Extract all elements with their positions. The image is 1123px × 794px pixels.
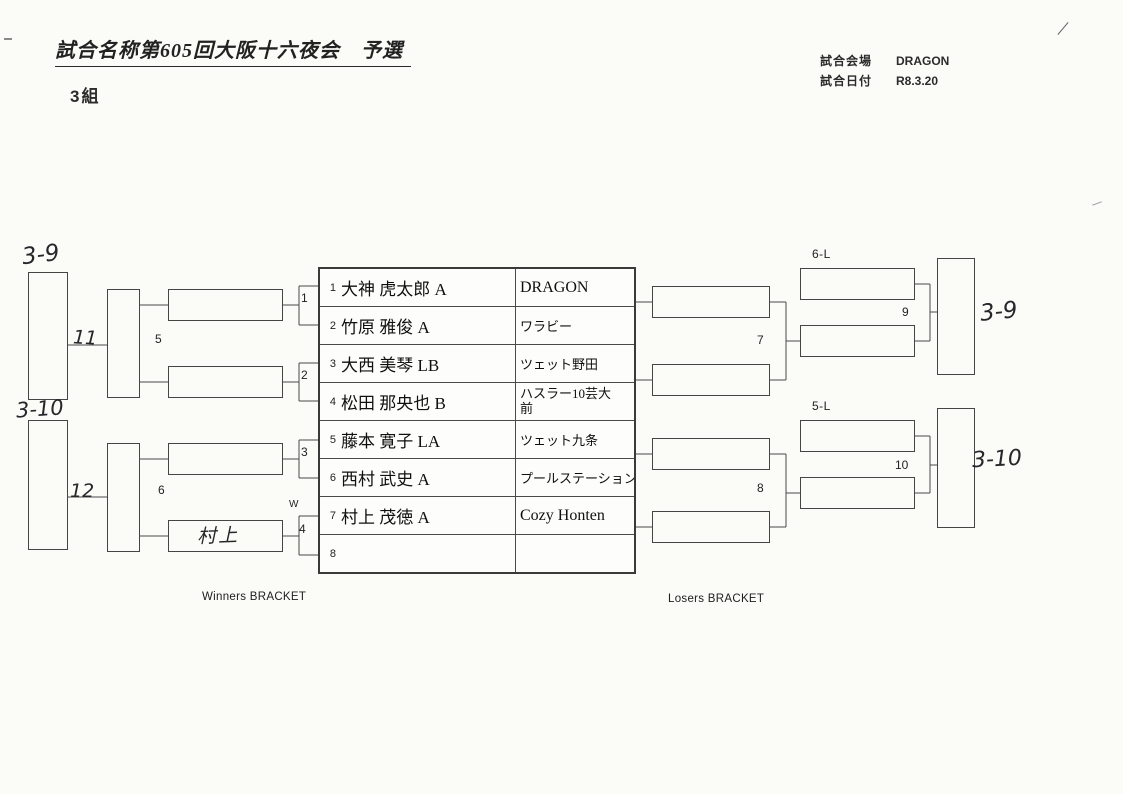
losers-round1-box-2 — [652, 364, 770, 396]
date-value: R8.3.20 — [896, 74, 939, 88]
scan-artifact — [1092, 201, 1102, 206]
match-label-10: 10 — [895, 458, 909, 472]
scan-artifact — [4, 38, 12, 40]
table-row: 2 竹原 雅俊 A ワラビー — [320, 307, 634, 345]
winners-round1-box-1 — [168, 289, 283, 321]
walkover-flag: W — [289, 499, 299, 510]
loser-drop-label-top: 6-L — [812, 247, 831, 261]
scan-artifact — [1057, 22, 1069, 35]
winners-bracket-label: Winners BRACKET — [202, 591, 307, 603]
losers-qualifier-box-bottom — [937, 408, 975, 528]
player-name: 竹原 雅俊 A — [341, 318, 430, 337]
row-number: 2 — [329, 319, 336, 332]
row-number: 5 — [329, 433, 336, 446]
winners-semi-box-bottom — [107, 443, 140, 552]
table-row: 6 西村 武史 A プールステーション — [320, 459, 634, 497]
players-table: 1 大神 虎太郎 A DRAGON 2 竹原 雅俊 A ワラビー 3 大西 美琴 LB… — [318, 267, 636, 574]
losers-round2-box-2 — [800, 325, 915, 357]
losers-qualifier-box-top — [937, 258, 975, 375]
meta-block: 試合会場 DRAGON 試合日付 R8.3.20 — [820, 51, 949, 91]
loser-drop-label-bottom: 5-L — [812, 399, 831, 413]
handwritten-dest-bottom-left: 3-10 — [15, 395, 65, 423]
table-row: 7 村上 茂徳 A Cozy Honten — [320, 497, 634, 535]
player-team: プールステーション — [515, 459, 634, 496]
losers-round1-box-3 — [652, 438, 770, 470]
match-label-9: 9 — [902, 305, 909, 319]
table-row: 3 大西 美琴 LB ツェット野田 — [320, 345, 634, 383]
match-label-3: 3 — [301, 445, 308, 459]
player-team: ワラビー — [515, 307, 634, 344]
handwritten-dest-bottom-right: 3-10 — [971, 445, 1023, 474]
player-team: DRAGON — [515, 269, 634, 306]
row-number: 3 — [329, 357, 336, 370]
handwritten-match-12: 12 — [70, 480, 95, 502]
winners-round1-box-2 — [168, 366, 283, 398]
match-label-5: 5 — [155, 332, 162, 346]
player-name: 大西 美琴 LB — [341, 356, 440, 375]
match-label-7: 7 — [757, 333, 764, 347]
table-row: 5 藤本 寛子 LA ツェット九条 — [320, 421, 634, 459]
losers-round1-box-4 — [652, 511, 770, 543]
match-label-4: 4 — [299, 522, 306, 536]
match-label-2: 2 — [301, 368, 308, 382]
losers-round1-box-1 — [652, 286, 770, 318]
table-row: 1 大神 虎太郎 A DRAGON — [320, 269, 634, 307]
venue-label: 試合会場 — [820, 54, 873, 68]
player-name: 藤本 寛子 LA — [341, 432, 441, 451]
losers-round2-box-3 — [800, 420, 915, 452]
winners-qualifier-box-top — [28, 272, 68, 400]
player-name: 村上 茂徳 A — [341, 508, 430, 527]
handwritten-dest-top-left: 3-9 — [20, 239, 62, 271]
player-team: ツェット九条 — [515, 421, 634, 458]
player-team: ハスラー10芸大前 — [515, 383, 634, 420]
row-number: 4 — [329, 395, 336, 408]
losers-bracket-label: Losers BRACKET — [668, 593, 765, 605]
venue-value: DRAGON — [896, 54, 950, 68]
winners-round1-box-3 — [168, 443, 283, 475]
player-name: 大神 虎太郎 A — [341, 280, 447, 299]
match-label-8: 8 — [757, 481, 764, 495]
losers-round2-box-4 — [800, 477, 915, 509]
row-number: 1 — [329, 281, 336, 294]
losers-round2-box-1 — [800, 268, 915, 300]
handwritten-dest-top-right: 3-9 — [978, 297, 1019, 327]
winners-qualifier-box-bottom — [28, 420, 68, 550]
table-row: 8 — [320, 535, 634, 572]
page-title: 試合名称第605回大阪十六夜会 予選 — [55, 34, 411, 67]
player-team: ツェット野田 — [515, 345, 634, 382]
match-label-6: 6 — [158, 483, 165, 497]
player-team: Cozy Honten — [515, 497, 634, 534]
player-name: 西村 武史 A — [341, 470, 430, 489]
row-number: 8 — [329, 547, 336, 560]
winners-semi-box-top — [107, 289, 140, 398]
row-number: 7 — [329, 509, 336, 522]
table-row: 4 松田 那央也 B ハスラー10芸大前 — [320, 383, 634, 421]
handwritten-walkover-winner: 村上 — [196, 524, 240, 548]
player-name: 松田 那央也 B — [341, 394, 446, 413]
date-label: 試合日付 — [820, 74, 873, 88]
match-label-1: 1 — [301, 291, 308, 305]
player-team — [515, 535, 634, 572]
winners-round1-box-4 — [168, 520, 283, 552]
group-label: 3組 — [70, 87, 101, 106]
row-number: 6 — [329, 471, 336, 484]
handwritten-match-11: 11 — [72, 326, 98, 350]
